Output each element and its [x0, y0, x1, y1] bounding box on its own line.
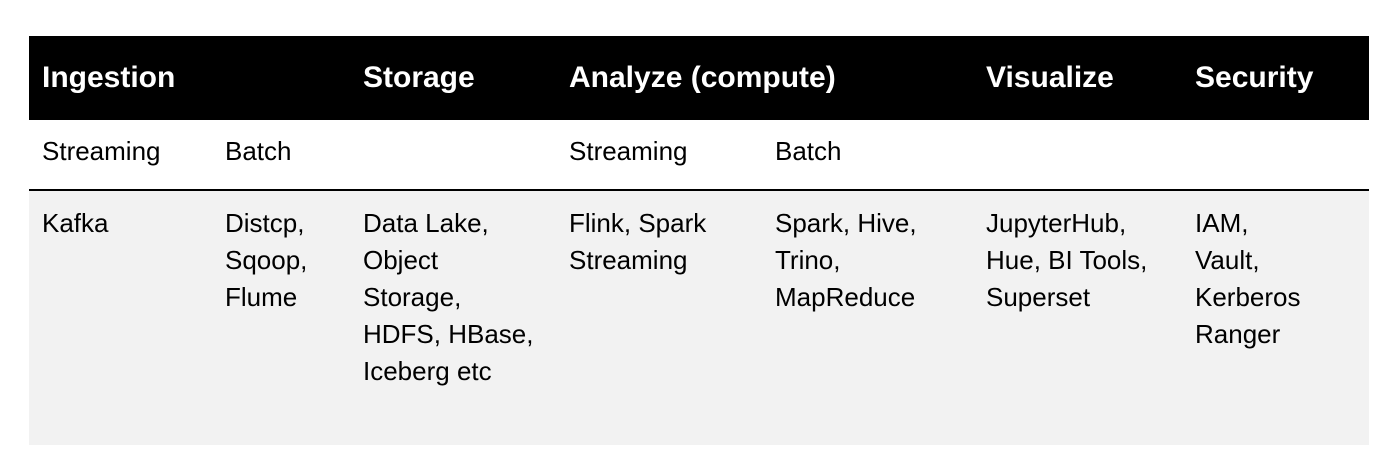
- cell-line: Ranger: [1195, 319, 1281, 349]
- cell-line: Sqoop,: [225, 245, 308, 275]
- cell-ingestion-streaming: Kafka: [42, 205, 109, 242]
- cell-line: IAM,: [1195, 208, 1249, 238]
- cell-line: Streaming: [569, 245, 688, 275]
- cell-visualize: JupyterHub, Hue, BI Tools, Superset: [986, 205, 1147, 316]
- subheader-analyze-streaming: Streaming: [569, 136, 688, 166]
- header-storage: Storage: [363, 61, 475, 94]
- cell-line: Kerberos: [1195, 282, 1301, 312]
- cell-analyze-batch: Spark, Hive, Trino, MapReduce: [775, 205, 917, 316]
- body-row: Kafka Distcp, Sqoop, Flume Data Lake, Objec…: [29, 191, 1369, 445]
- cell-line: Superset: [986, 282, 1091, 312]
- cell-line: Data Lake,: [363, 208, 489, 238]
- cell-line: Kafka: [42, 208, 109, 238]
- cell-line: Iceberg etc: [363, 356, 492, 386]
- cell-line: HDFS, HBase,: [363, 319, 534, 349]
- cell-line: Spark, Hive,: [775, 208, 917, 238]
- cell-line: Distcp,: [225, 208, 305, 238]
- subheader-analyze-batch: Batch: [775, 136, 842, 166]
- big-data-stack-table: Ingestion Storage Analyze (compute) Visu…: [29, 36, 1369, 445]
- cell-line: JupyterHub,: [986, 208, 1127, 238]
- cell-line: Flume: [225, 282, 298, 312]
- header-row: Ingestion Storage Analyze (compute) Visu…: [29, 36, 1369, 120]
- header-ingestion: Ingestion: [42, 61, 176, 94]
- cell-line: Object: [363, 245, 439, 275]
- cell-line: Vault,: [1195, 245, 1260, 275]
- cell-line: Flink, Spark: [569, 208, 707, 238]
- cell-line: Trino,: [775, 245, 841, 275]
- cell-ingestion-batch: Distcp, Sqoop, Flume: [225, 205, 307, 316]
- header-visualize: Visualize: [986, 61, 1114, 94]
- cell-line: Hue, BI Tools,: [986, 245, 1148, 275]
- header-security: Security: [1195, 61, 1314, 94]
- header-analyze: Analyze (compute): [569, 61, 836, 94]
- cell-line: Storage,: [363, 282, 462, 312]
- subheader-ingestion-streaming: Streaming: [42, 136, 161, 166]
- cell-line: MapReduce: [775, 282, 916, 312]
- subheader-ingestion-batch: Batch: [225, 136, 292, 166]
- subheader-row: Streaming Batch Streaming Batch: [29, 120, 1369, 191]
